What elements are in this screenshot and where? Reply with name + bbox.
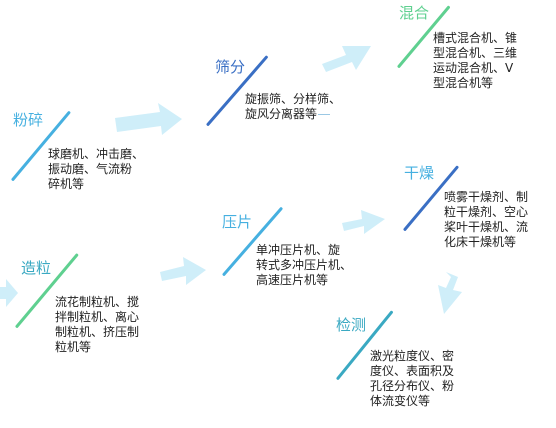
- step-desc-shaifen: 旋振筛、分样筛、 旋风分离器等: [245, 92, 342, 121]
- step-title-zaoli: 造粒: [21, 259, 52, 277]
- step-title-ganzao: 干燥: [404, 164, 435, 182]
- step-title-hunhe: 混合: [399, 4, 430, 22]
- flow-arrow-crush-to-sieve: [115, 103, 182, 135]
- step-title-jiance: 检测: [336, 316, 367, 334]
- flow-arrow-tablet-to-dry: [342, 210, 385, 234]
- step-desc-ganzao: 喷雾干燥剂、制 粒干燥剂、空心 桨叶干燥机、流 化床干燥机等: [444, 190, 529, 249]
- step-desc-hunhe: 槽式混合机、锥 型混合机、三维 运动混合机、V 型混合机等: [433, 31, 518, 90]
- step-desc-jiance: 激光粒度仪、密 度仪、表面积及 孔径分布仪、粉 体流变仪等: [370, 349, 455, 408]
- step-title-fensui: 粉碎: [13, 111, 44, 129]
- flow-arrow-dry-to-test: [438, 272, 462, 314]
- hairline-shaifen: [318, 114, 330, 115]
- step-title-shaifen: 筛分: [215, 58, 246, 76]
- flow-arrow-sieve-to-mix: [322, 46, 371, 72]
- flow-arrow-left-edge: [0, 279, 18, 307]
- step-desc-fensui: 球磨机、冲击磨、 振动磨、气流粉 碎机等: [48, 147, 145, 191]
- step-desc-zaoli: 流花制粒机、搅 拌制粒机、离心 制粒机、挤压制 粒机等: [55, 295, 140, 354]
- step-title-yapian: 压片: [222, 213, 253, 231]
- flow-arrow-granulate-to-tablet: [160, 257, 206, 285]
- step-desc-yapian: 单冲压片机、旋 转式多冲压片机、 高速压片机等: [256, 243, 353, 287]
